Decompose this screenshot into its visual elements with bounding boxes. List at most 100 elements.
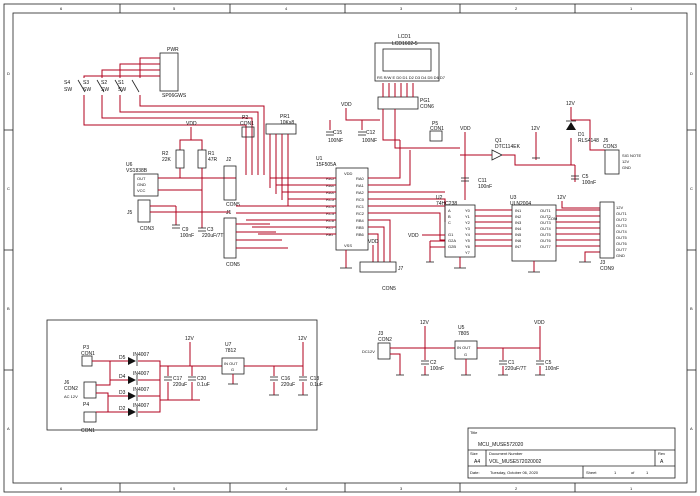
u3-pin-out2: OUT2 (540, 214, 551, 219)
j3r-value: CON9 (600, 266, 614, 272)
u3-pin-out7: OUT7 (540, 244, 551, 249)
title-block: Title MCU_MUSE572020 Size A4 Document Nu… (467, 427, 676, 479)
j7-ref: J7 (398, 266, 404, 272)
rev-label: Rev (658, 451, 665, 456)
u5-ref: U5 (458, 325, 465, 331)
u3-driver: U3 ULN2004 IN1 IN2 IN3 IN4 IN5 IN6 IN7 O… (510, 195, 600, 273)
u2-value: 74HC238 (436, 201, 457, 207)
u6-ir-receiver (133, 173, 159, 197)
svg-text:IN4007: IN4007 (133, 371, 149, 377)
ir-section: VDD R2 22K R1 47R U6 VS1838B OUT GND VCC… (126, 121, 288, 268)
svg-text:IN4007: IN4007 (133, 387, 149, 393)
j3-output-connector: J3 CON9 12V OUT1 OUT2 OUT3 OUT4 OUT5 OUT… (599, 201, 627, 272)
switch-block: PWR SP06GWS S4 SW S3 SW S2 SW S1 SW (64, 47, 265, 175)
q1-ref: Q1 (495, 138, 502, 144)
vdd-label-j7: VDD (368, 239, 379, 245)
vdd-label-u2: VDD (460, 126, 471, 132)
frame-col-top-4: 4 (285, 6, 288, 11)
title-label: Title (470, 430, 478, 435)
u2-pin-y2: Y2 (465, 220, 471, 225)
frame-col-bottom-4: 4 (285, 486, 288, 491)
u1-pin-rc2: RC2 (356, 211, 365, 216)
u3-pin-out5: OUT5 (540, 232, 551, 237)
j3r-pin-8: OUT7 (616, 247, 627, 252)
u3-ref: U3 (510, 195, 517, 201)
c3-ref: C3 (207, 227, 214, 233)
j6-ref: J6 (64, 380, 70, 386)
u6-pin-vcc: VCC (137, 188, 146, 193)
c17-value: 220uF (173, 382, 187, 388)
u1-pin-ra1: RA1 (356, 183, 365, 188)
svg-text:D4: D4 (119, 374, 126, 380)
c3-value: 220uF/7T (202, 233, 223, 239)
j5l-connector (137, 199, 151, 223)
c18-ref: C18 (310, 376, 319, 382)
u2-pin-a: A (448, 208, 451, 213)
j7-value: CON5 (382, 286, 396, 292)
u1-pin-rb4: RB4 (356, 218, 365, 223)
c20-ref: C20 (197, 376, 206, 382)
c18-value: 0.1uF (310, 382, 323, 388)
c11-ref: C11 (478, 178, 487, 184)
j1-connector (223, 217, 237, 259)
u7-value: 7812 (225, 348, 236, 354)
vdd-label-u5-out: VDD (534, 320, 545, 326)
frame-col-bottom-2: 2 (515, 486, 518, 491)
u7-pins: IN OUT (224, 361, 238, 366)
j3r-pin-3: OUT2 (616, 217, 627, 222)
r2-ref: R2 (162, 151, 169, 157)
frame-row-left-a: A (7, 426, 10, 431)
c20-value: 0.1uF (197, 382, 210, 388)
u1-pin-ra2: RA2 (356, 190, 365, 195)
svg-text:D5: D5 (119, 355, 126, 361)
j1-ref: J1 (226, 210, 232, 216)
sheet-label: Sheet (586, 470, 597, 475)
c5a-value: 100nF (582, 180, 596, 186)
u6-ref: U6 (126, 162, 133, 168)
svg-text:S2: S2 (101, 80, 107, 86)
u3-com: COM (548, 216, 557, 221)
frame-col-top-2: 2 (515, 6, 518, 11)
j3b-connector (377, 342, 391, 360)
u3-pin-in5: IN5 (515, 232, 522, 237)
frame-row-left-c: C (7, 186, 10, 191)
svg-text:SW: SW (118, 87, 126, 93)
p5-connector (429, 130, 443, 142)
diode-d3: D3 IN4007 (119, 387, 149, 401)
frame-row-left-d: D (7, 71, 10, 76)
frame-row-right-b: B (690, 306, 693, 311)
c12-value: 100NF (362, 138, 377, 144)
j2-value: CON5 (226, 202, 240, 208)
j3b-value: CON2 (378, 337, 392, 343)
frame-row-left-b: B (7, 306, 10, 311)
c15-value: 100NF (328, 138, 343, 144)
u3-pin-in7: IN7 (515, 244, 522, 249)
driver-section: VDD C11 100nF Q1 DTC114EK 12V 12V D1 RLS… (460, 101, 641, 200)
rev-value: A (660, 459, 664, 465)
u3-value: ULN2004 (510, 201, 531, 207)
u2-pin-y1: Y1 (465, 214, 471, 219)
u5-pins: IN OUT (457, 345, 471, 350)
u1-vss: VSS (344, 243, 352, 248)
pwr-value: SP06GWS (162, 93, 187, 99)
p3-ref: P3 (83, 345, 89, 351)
u7-gnd: G (231, 367, 234, 372)
p5-ref: P5 (432, 121, 438, 127)
j5l-value: CON3 (140, 226, 154, 232)
frame-col-bottom-6: 6 (60, 486, 63, 491)
u1-pin-ra0: RA0 (356, 176, 365, 181)
r1-value: 47R (208, 157, 218, 163)
r2-value: 22K (162, 157, 172, 163)
u2-decoder: U2 74HC238 A B C G1 G2A G2B Y0 Y1 Y2 Y3 … (408, 195, 512, 269)
p4-value: CON1 (81, 428, 95, 434)
u2-pin-y5: Y5 (465, 238, 471, 243)
u2-pin-y7: Y7 (465, 250, 471, 255)
j6-value: CON2 (64, 386, 78, 392)
j6-connector (83, 381, 97, 399)
frame-col-top-5: 5 (173, 6, 176, 11)
frame-row-right-c: C (690, 186, 693, 191)
u3-pin-in6: IN6 (515, 238, 522, 243)
j3r-pin-6: OUT5 (616, 235, 627, 240)
j5r-pin-1: SIG NOTE (622, 153, 641, 158)
dc-power-section: J3 CON2 DC12V 12V C2 100nF U5 7805 IN OU… (362, 320, 559, 376)
